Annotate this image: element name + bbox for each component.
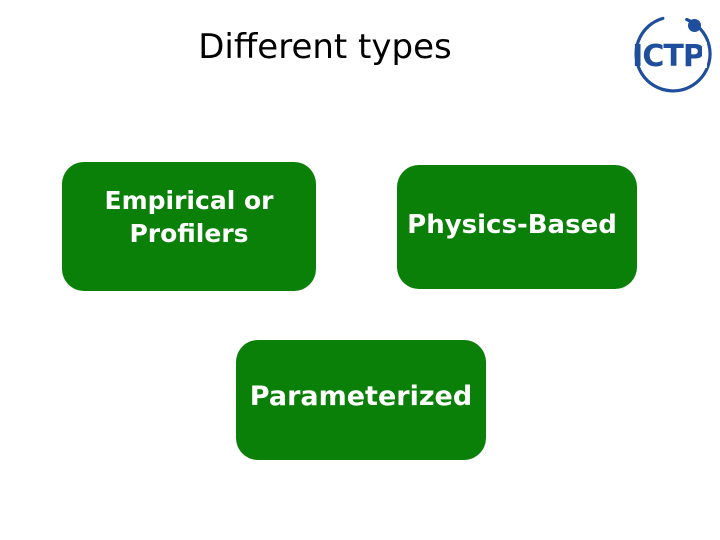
page-title: Different types bbox=[198, 27, 452, 67]
category-box-empirical-label: Empirical or Profilers bbox=[104, 186, 274, 248]
ictp-logo: ICTP bbox=[618, 8, 718, 104]
svg-text:ICTP: ICTP bbox=[632, 39, 704, 74]
category-box-empirical[interactable]: Empirical or Profilers bbox=[62, 162, 316, 291]
category-box-physics-based-label: Physics-Based bbox=[407, 210, 617, 240]
category-box-physics-based[interactable]: Physics-Based bbox=[397, 165, 637, 289]
category-box-parameterized-label: Parameterized bbox=[249, 381, 473, 412]
category-box-parameterized[interactable]: Parameterized bbox=[236, 340, 486, 460]
